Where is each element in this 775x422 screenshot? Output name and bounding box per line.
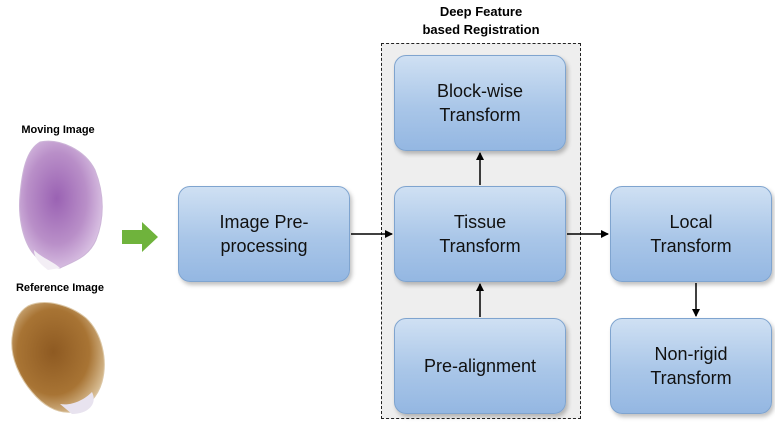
nonrigid-transform-box: Non-rigid Transform bbox=[610, 318, 772, 414]
local-transform-box: Local Transform bbox=[610, 186, 772, 282]
input-arrow-icon bbox=[122, 222, 158, 252]
prealignment-box: Pre-alignment bbox=[394, 318, 566, 414]
deep-feature-registration-title: Deep Feature based Registration bbox=[422, 4, 540, 37]
blockwise-transform-box: Block-wise Transform bbox=[394, 55, 566, 151]
moving-image-thumbnail bbox=[19, 140, 103, 269]
reference-image-label: Reference Image bbox=[15, 282, 105, 294]
tissue-transform-box: Tissue Transform bbox=[394, 186, 566, 282]
moving-image-label: Moving Image bbox=[21, 124, 95, 136]
image-preprocessing-box: Image Pre- processing bbox=[178, 186, 350, 282]
